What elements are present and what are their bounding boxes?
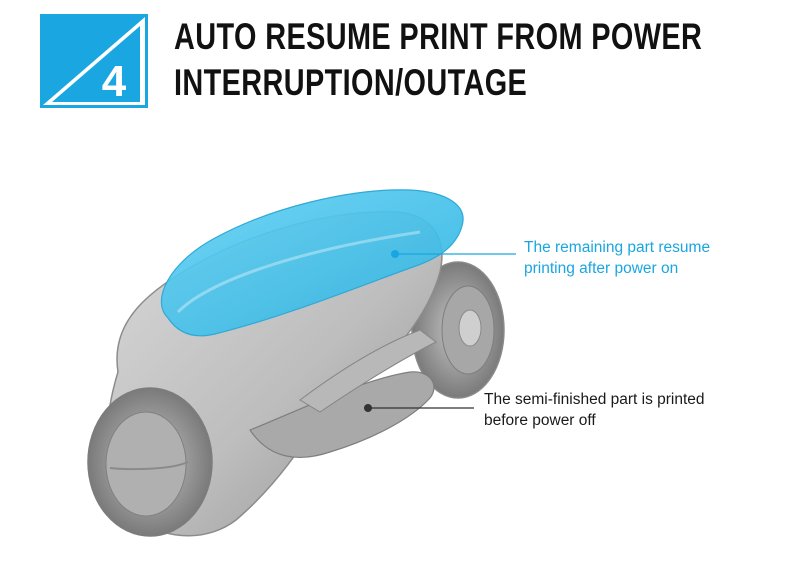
printed-callout-line-2: before power off bbox=[484, 412, 596, 429]
page-title-line-1: AUTO RESUME PRINT FROM POWER bbox=[174, 16, 703, 57]
vehicle-model-icon bbox=[87, 189, 516, 537]
step-badge-graphic: 4 bbox=[40, 14, 148, 108]
badge-inner-corner bbox=[52, 26, 140, 102]
printed-callout-leader bbox=[364, 404, 474, 412]
rear-wheel bbox=[411, 261, 505, 399]
page-title: AUTO RESUME PRINT FROM POWER INTERRUPTIO… bbox=[174, 14, 703, 106]
resumed-part-callout: The remaining part resume printing after… bbox=[524, 237, 710, 279]
vehicle-arm bbox=[299, 329, 437, 413]
printed-model-illustration bbox=[0, 130, 790, 579]
resumed-callout-line-1: The remaining part resume bbox=[524, 239, 711, 256]
resumed-callout-line-2: printing after power on bbox=[524, 260, 679, 277]
printed-callout-line-1: The semi-finished part is printed bbox=[484, 391, 705, 408]
page-title-line-2: INTERRUPTION/OUTAGE bbox=[174, 62, 528, 103]
step-number: 4 bbox=[102, 57, 127, 106]
front-wheel bbox=[87, 387, 213, 537]
resin-dome bbox=[160, 189, 464, 337]
resumed-callout-leader bbox=[391, 250, 516, 258]
step-number-badge: 4 bbox=[40, 14, 148, 108]
printed-part-callout: The semi-finished part is printed before… bbox=[484, 389, 705, 431]
